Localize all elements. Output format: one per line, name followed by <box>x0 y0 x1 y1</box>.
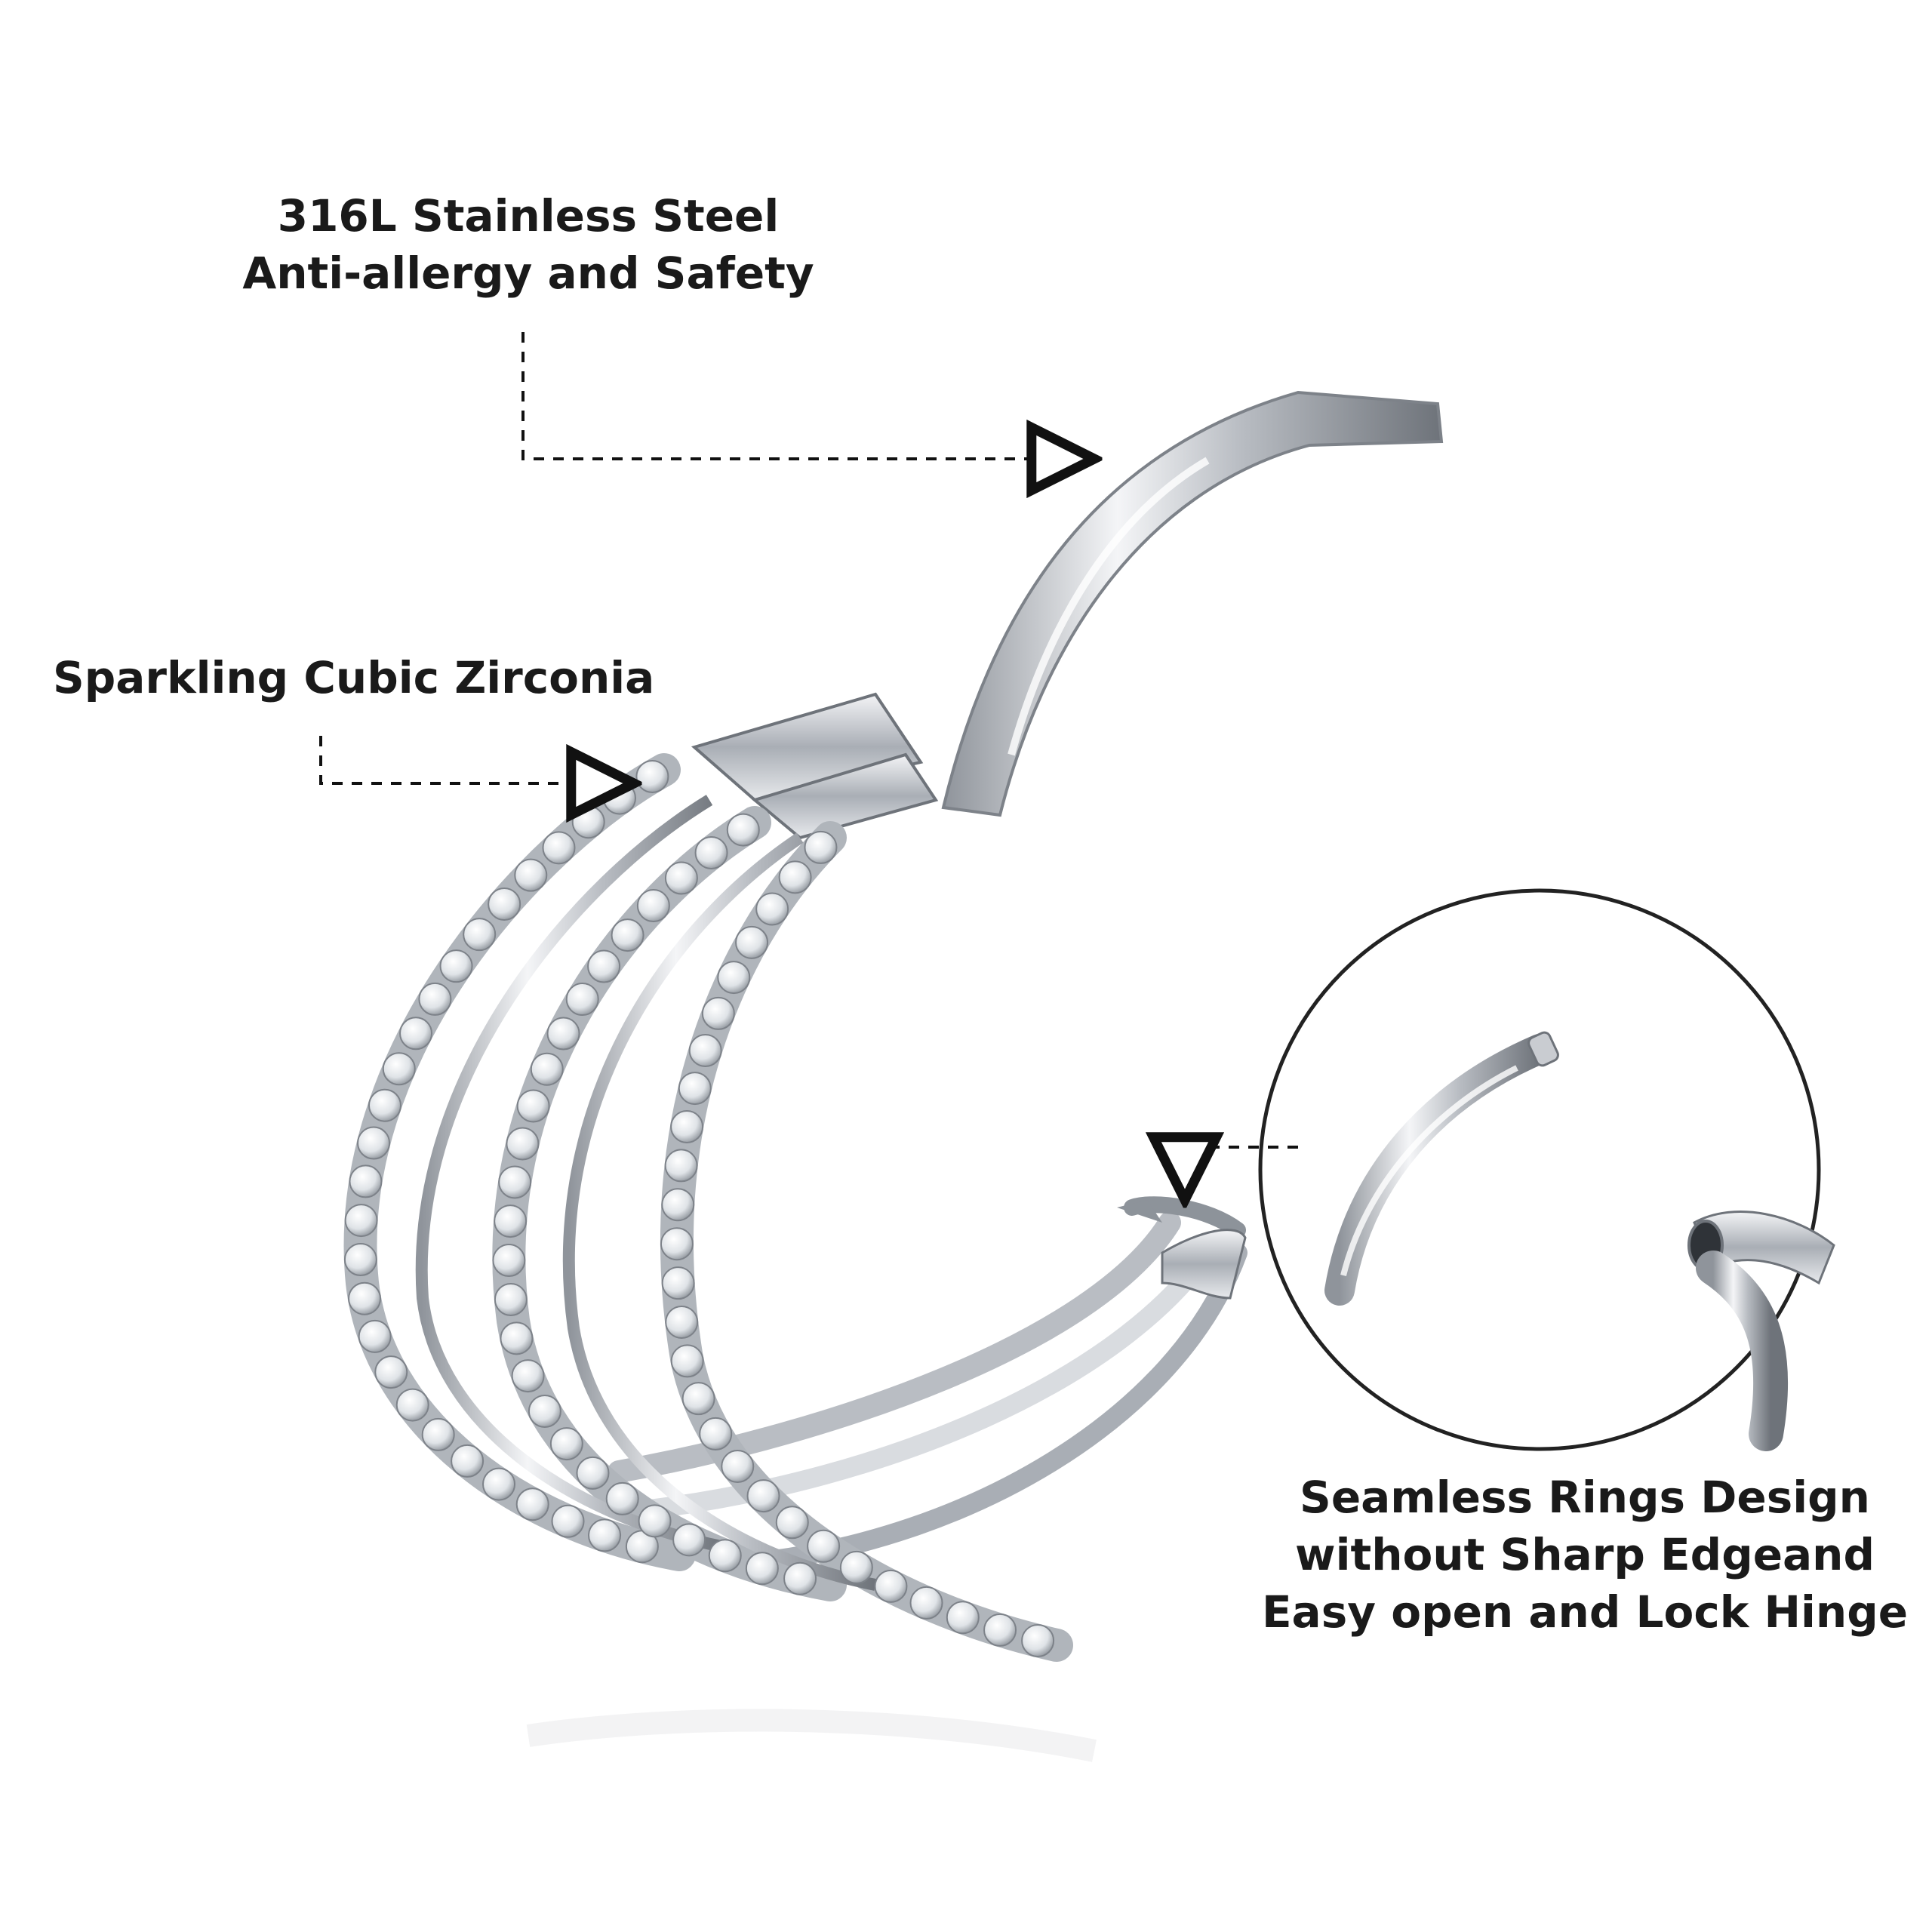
cz-stone <box>670 1344 704 1378</box>
cz-stone <box>357 1126 391 1160</box>
cz-stone <box>678 1072 712 1106</box>
cz-stone <box>349 1164 383 1198</box>
cz-stone <box>602 781 636 815</box>
cz-stone <box>735 925 769 959</box>
callout-seamless-line2: without Sharp Edgeand <box>1295 1529 1875 1580</box>
cz-stone <box>688 1033 722 1067</box>
cz-stone <box>343 1243 377 1277</box>
cz-stone <box>528 1394 561 1428</box>
callout-steel: 316L Stainless Steel Anti-allergy and Sa… <box>151 187 906 302</box>
cz-stone <box>588 1518 622 1552</box>
cz-stone <box>565 983 599 1017</box>
cz-stone <box>395 1388 429 1422</box>
cz-stone <box>746 1479 780 1513</box>
cz-stone <box>506 1127 540 1161</box>
cz-stone <box>494 1282 528 1316</box>
cz-stone <box>783 1561 817 1595</box>
cz-stone <box>498 1165 532 1199</box>
callout-seamless: Seamless Rings Design without Sharp Edge… <box>1238 1469 1932 1641</box>
hinge-arc <box>941 390 1444 817</box>
cz-stone <box>636 889 670 923</box>
cz-stone <box>515 1487 549 1521</box>
cz-stone <box>571 805 605 839</box>
cz-stone <box>807 1529 841 1563</box>
cz-stone <box>726 813 760 847</box>
callout-steel-line2: Anti-allergy and Safety <box>242 248 814 299</box>
cz-stone <box>775 1506 809 1540</box>
cz-stone <box>500 1321 534 1355</box>
cz-stone <box>672 1523 706 1557</box>
cz-stone <box>368 1088 401 1122</box>
callout-steel-line1: 316L Stainless Steel <box>277 190 780 242</box>
cz-stone <box>348 1281 382 1315</box>
cz-stone <box>439 949 473 983</box>
cz-stone <box>530 1052 564 1086</box>
cz-stone <box>874 1569 908 1603</box>
cz-stone <box>542 831 576 865</box>
cz-stone <box>778 860 812 894</box>
product-reflection <box>526 1709 1097 1762</box>
cz-stone <box>421 1417 455 1451</box>
callout-seamless-line1: Seamless Rings Design <box>1300 1472 1870 1523</box>
steel-leader <box>521 332 1094 459</box>
zirconia-leader <box>319 736 634 783</box>
cz-stone <box>451 1444 485 1478</box>
cz-stone <box>721 1449 755 1483</box>
cz-stone <box>344 1204 378 1238</box>
cz-stone <box>576 1456 610 1490</box>
cz-stone <box>665 1305 699 1339</box>
cz-stone <box>358 1319 392 1353</box>
cz-stone <box>514 858 548 892</box>
callout-leaders <box>319 332 1298 1200</box>
cz-stone <box>661 1266 695 1300</box>
cz-stone <box>549 1427 583 1461</box>
hinge-detail-inset <box>1258 888 1835 1451</box>
cz-stone <box>511 1359 545 1393</box>
callout-zirconia: Sparkling Cubic Zirconia <box>53 649 654 706</box>
cz-stone <box>694 835 728 869</box>
callout-seamless-line3: Easy open and Lock Hinge <box>1261 1586 1909 1638</box>
cz-stone <box>804 830 838 864</box>
cz-stone <box>839 1550 873 1584</box>
callout-zirconia-text: Sparkling Cubic Zirconia <box>53 652 655 703</box>
cz-stone <box>382 1052 416 1086</box>
cz-stone <box>551 1504 585 1538</box>
cz-stone <box>745 1552 779 1586</box>
cz-stone <box>611 918 645 952</box>
hinge-caps <box>691 692 939 840</box>
open-ends <box>1117 1200 1247 1300</box>
cz-stone <box>482 1467 516 1501</box>
cz-stone <box>708 1539 742 1573</box>
cz-stone <box>492 1244 526 1278</box>
cz-stone <box>909 1586 943 1620</box>
cz-stone <box>701 996 735 1030</box>
cz-stone <box>546 1017 580 1051</box>
cz-stone <box>699 1417 733 1451</box>
cz-stone <box>681 1382 715 1416</box>
cz-stone <box>664 861 698 895</box>
cz-stone <box>946 1601 980 1635</box>
cz-stone <box>664 1149 698 1183</box>
back-bands <box>608 1196 1247 1572</box>
cz-stone <box>463 918 497 952</box>
cz-stone <box>717 961 751 995</box>
cz-stone <box>494 1204 528 1238</box>
cz-stone <box>516 1089 550 1123</box>
cz-stone <box>638 1504 672 1538</box>
cz-stone <box>755 892 789 926</box>
cz-stone <box>1021 1624 1055 1658</box>
cz-stone <box>488 887 521 921</box>
cz-stone <box>635 760 669 794</box>
cz-stone <box>670 1109 704 1143</box>
cz-stone <box>983 1613 1017 1647</box>
cz-stone <box>660 1227 694 1261</box>
cz-stone <box>399 1017 433 1051</box>
cz-stone <box>374 1355 408 1389</box>
cz-stone <box>418 982 452 1016</box>
cz-stone <box>605 1481 639 1515</box>
cz-stone <box>587 949 621 983</box>
cz-stone <box>661 1188 695 1222</box>
